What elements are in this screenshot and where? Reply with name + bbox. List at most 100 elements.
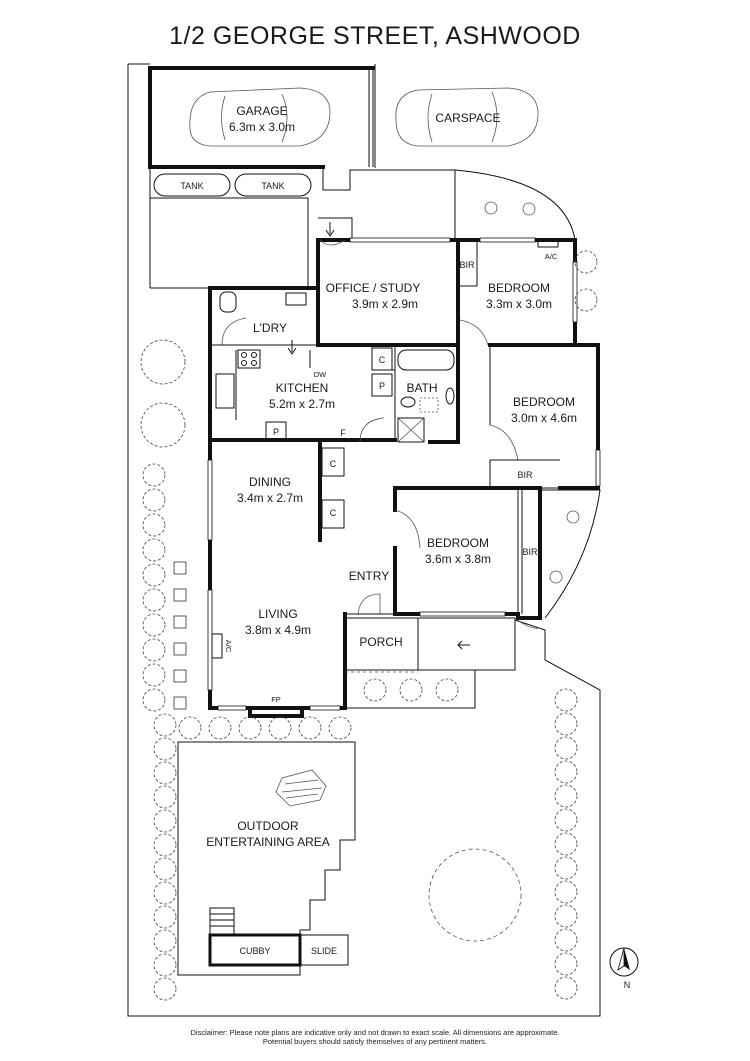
- porch-label: PORCH: [359, 635, 402, 649]
- shrub-icon: [554, 928, 578, 952]
- shrub-icon: [554, 976, 578, 1000]
- bir-label: BIR: [517, 470, 533, 480]
- compass: N: [609, 947, 639, 990]
- fireplace-label: FP: [271, 695, 281, 704]
- shrub-icon: [554, 808, 578, 832]
- shrub-icon: [178, 716, 202, 740]
- disclaimer: Disclaimer: Please note plans are indica…: [0, 1028, 750, 1046]
- stepping-stone: [173, 615, 187, 629]
- stepping-stone: [173, 696, 187, 710]
- car-icon: [189, 87, 331, 147]
- ac-label: A/C: [545, 252, 558, 261]
- shrub-icon: [554, 952, 578, 976]
- garage-size: 6.3m x 3.0m: [229, 120, 295, 134]
- bedroom2-label: BEDROOM: [513, 395, 575, 409]
- office-label: OFFICE / STUDY: [326, 281, 421, 295]
- bath-label: BATH: [406, 381, 437, 395]
- shrub-icon: [399, 678, 423, 702]
- bath: BATH: [359, 343, 460, 444]
- shrub-icon: [142, 463, 166, 487]
- stepping-stone: [173, 588, 187, 602]
- outdoor-label-2: ENTERTAINING AREA: [206, 835, 330, 849]
- kitchen-label: KITCHEN: [276, 381, 329, 395]
- shrub-icon: [153, 737, 177, 761]
- shrub-icon: [554, 760, 578, 784]
- pantry-label: P: [379, 381, 385, 391]
- living-size: 3.8m x 4.9m: [245, 623, 311, 637]
- stepping-stone: [173, 669, 187, 683]
- porch: PORCH: [344, 617, 541, 673]
- bedroom-1: BIR A/C BEDROOM 3.3m x 3.0m: [456, 237, 578, 347]
- shrub-icon: [208, 716, 232, 740]
- shrub-icon: [328, 716, 352, 740]
- bedroom1-label: BEDROOM: [488, 281, 550, 295]
- tank-label: TANK: [180, 181, 203, 191]
- shrub-icon: [142, 638, 166, 662]
- shrub-icon: [142, 663, 166, 687]
- shrub-icon: [554, 688, 578, 712]
- shrub-icon: [574, 250, 598, 274]
- shrub-icon: [554, 904, 578, 928]
- fridge-label: F: [340, 428, 346, 438]
- disclaimer-line-2: Potential buyers should satisfy themselv…: [262, 1037, 488, 1046]
- shrub-icon: [153, 761, 177, 785]
- tree-icon: [140, 339, 186, 385]
- tank-label: TANK: [261, 181, 284, 191]
- shrub-icon: [363, 678, 387, 702]
- bbq-icon: [275, 769, 327, 807]
- shrub-icon: [153, 977, 177, 1001]
- bedroom2-size: 3.0m x 4.6m: [511, 411, 577, 425]
- stairs-icon: [209, 907, 235, 935]
- shrub-icon: [554, 880, 578, 904]
- shrub-icon: [238, 716, 262, 740]
- shrub-icon: [142, 488, 166, 512]
- shrub-icon: [153, 809, 177, 833]
- outdoor-area: OUTDOOR ENTERTAINING AREA CUBBY SLIDE: [177, 741, 522, 976]
- dining-size: 3.4m x 2.7m: [237, 491, 303, 505]
- shrub-icon: [153, 713, 177, 737]
- stepping-stones: [173, 561, 187, 710]
- shrub-icon: [554, 832, 578, 856]
- compass-north-label: N: [624, 980, 631, 990]
- bedroom3-size: 3.6m x 3.8m: [425, 552, 491, 566]
- bedroom1-size: 3.3m x 3.0m: [486, 297, 552, 311]
- shrub-icon: [153, 953, 177, 977]
- shrub-icon: [142, 688, 166, 712]
- shrub-icon: [435, 678, 459, 702]
- living-dining: C C DINING 3.4m x 2.7m ENTRY LIVING 3.8m…: [207, 438, 395, 718]
- outdoor-label-1: OUTDOOR: [237, 819, 299, 833]
- entry-label: ENTRY: [349, 569, 389, 583]
- cubby-label: CUBBY: [239, 946, 270, 956]
- bedroom-2: BIR BEDROOM 3.0m x 4.6m: [488, 343, 601, 490]
- shrub-icon: [153, 857, 177, 881]
- shrub-icon: [153, 929, 177, 953]
- site-boundary: [127, 63, 601, 1017]
- tree-icon: [140, 402, 186, 448]
- shrub-icon: [554, 712, 578, 736]
- disclaimer-line-1: Disclaimer: Please note plans are indica…: [190, 1028, 560, 1037]
- shrub-icon: [142, 588, 166, 612]
- living-label: LIVING: [258, 607, 297, 621]
- cupboard-label: C: [379, 355, 386, 365]
- garage-label: GARAGE: [236, 104, 287, 118]
- tree-icon: [428, 848, 522, 942]
- shrub-icon: [153, 833, 177, 857]
- dw-label: DW: [314, 370, 327, 379]
- shrub-icon: [574, 288, 598, 312]
- bir-label: BIR: [459, 260, 475, 270]
- shrub-icon: [268, 716, 292, 740]
- kitchen: DW C P P F KITCHEN 5.2m x 2.7m: [208, 343, 397, 442]
- shrub-icon: [153, 785, 177, 809]
- bir-label: BIR: [522, 547, 538, 557]
- slide-label: SLIDE: [311, 946, 337, 956]
- ac-label: A/C: [224, 640, 233, 653]
- hedge-shrubs: [140, 250, 598, 1001]
- cupboard-label: C: [330, 459, 337, 469]
- shrub-icon: [153, 905, 177, 929]
- shrub-icon: [153, 881, 177, 905]
- bedroom3-label: BEDROOM: [427, 536, 489, 550]
- kitchen-size: 5.2m x 2.7m: [269, 397, 335, 411]
- stepping-stone: [173, 561, 187, 575]
- shrub-icon: [554, 784, 578, 808]
